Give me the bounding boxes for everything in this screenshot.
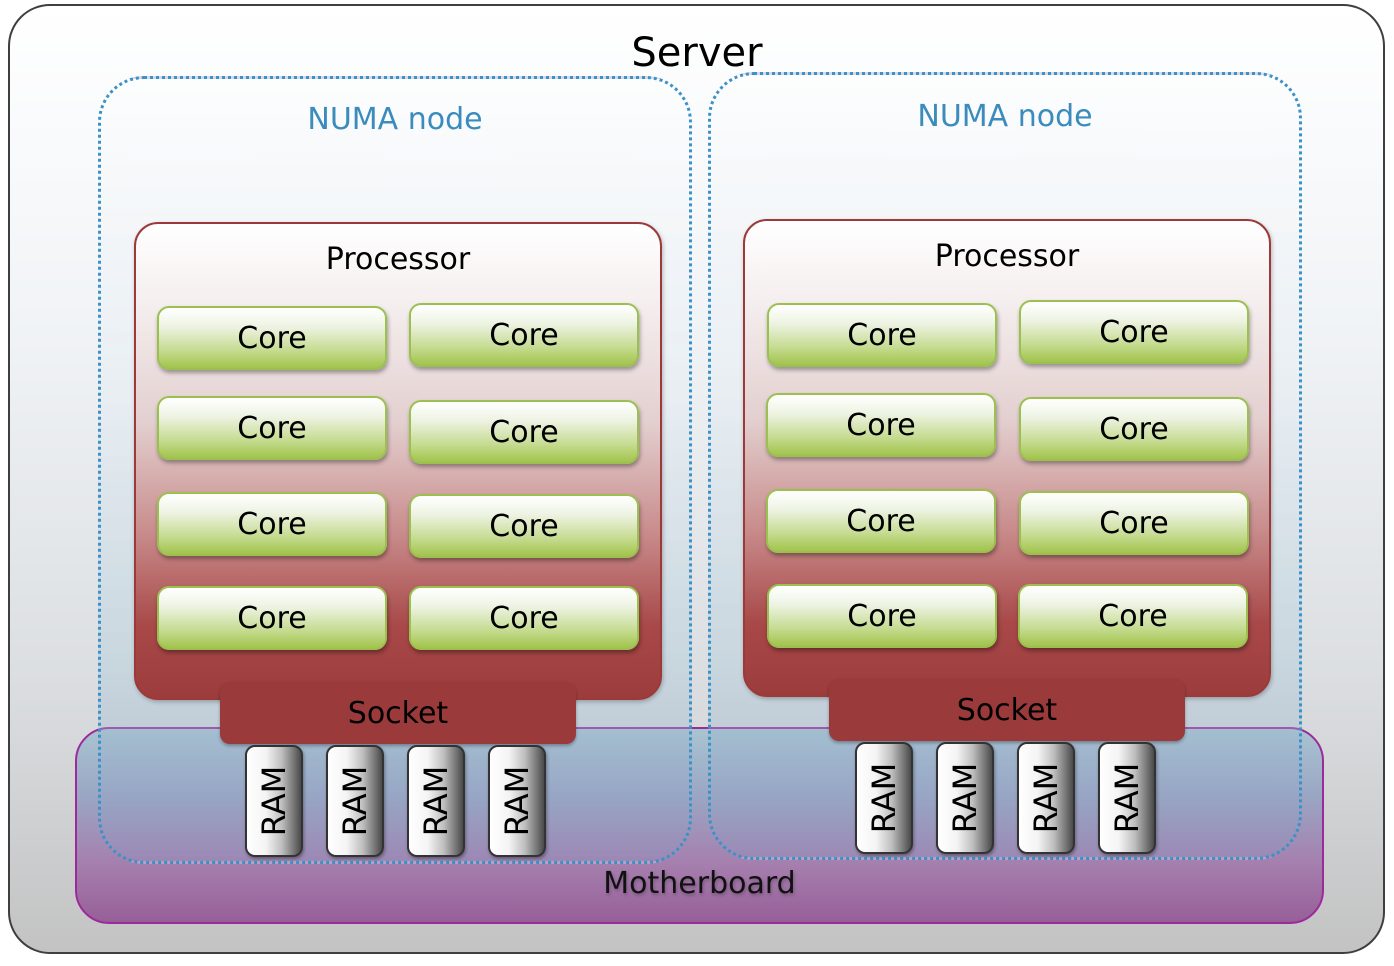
motherboard-label: Motherboard (603, 866, 796, 901)
ram-module: RAM (855, 742, 913, 854)
ram-module: RAM (326, 745, 384, 857)
core: Core (157, 586, 387, 650)
core: Core (766, 489, 996, 553)
ram-module: RAM (245, 745, 303, 857)
core: Core (157, 492, 387, 556)
core: Core (1019, 397, 1249, 461)
core: Core (1018, 584, 1248, 648)
core: Core (766, 393, 996, 457)
ram-module: RAM (407, 745, 465, 857)
core: Core (1019, 491, 1249, 555)
core: Core (409, 400, 639, 464)
core: Core (1019, 300, 1249, 364)
core: Core (767, 584, 997, 648)
processor-1-label: Processor (325, 242, 471, 277)
processor-2-label: Processor (934, 239, 1080, 274)
numa-node-2-label: NUMA node (917, 99, 1093, 134)
ram-module: RAM (488, 745, 546, 857)
core: Core (409, 586, 639, 650)
socket-1: Socket (220, 682, 576, 744)
core: Core (157, 396, 387, 460)
core: Core (409, 303, 639, 367)
server-label: Server (631, 30, 763, 76)
socket-2: Socket (829, 679, 1185, 741)
core: Core (157, 306, 387, 370)
numa-node-1-label: NUMA node (307, 102, 483, 137)
ram-module: RAM (1017, 742, 1075, 854)
ram-module: RAM (936, 742, 994, 854)
core: Core (767, 303, 997, 367)
core: Core (409, 494, 639, 558)
ram-module: RAM (1098, 742, 1156, 854)
